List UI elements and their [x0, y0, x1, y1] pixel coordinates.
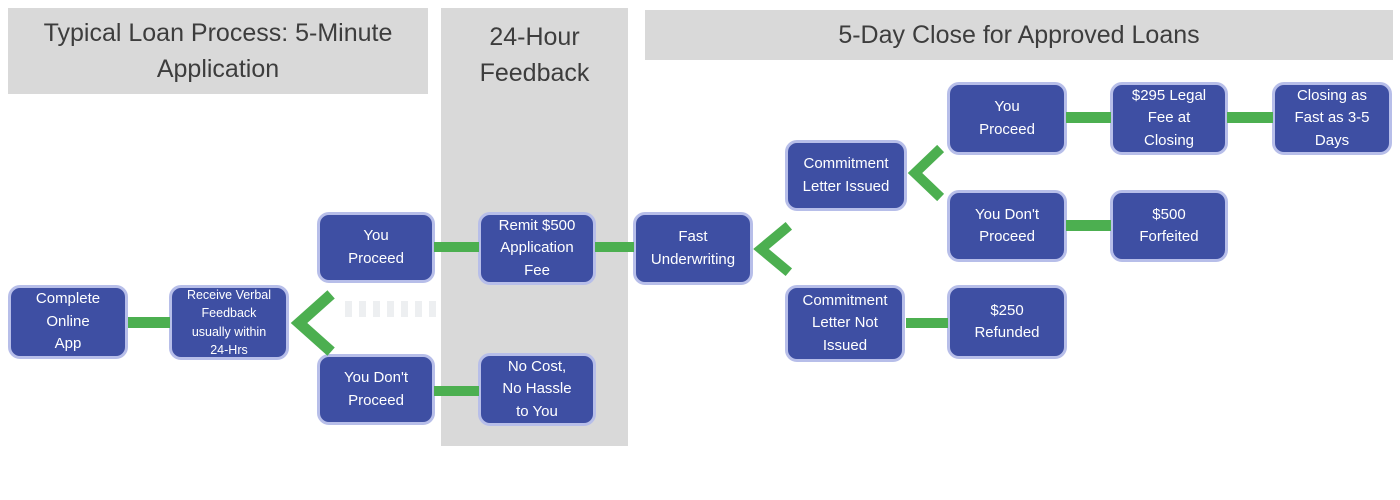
split-chevron-icon	[753, 221, 793, 277]
node-commitment-letter-not-issued: Commitment Letter Not Issued	[785, 285, 905, 362]
node-closing-3-5-days: Closing as Fast as 3-5 Days	[1272, 82, 1392, 155]
connector-line	[595, 242, 634, 252]
node-you-dont-proceed-approved: You Don't Proceed	[947, 190, 1067, 262]
connector-line	[1066, 112, 1111, 123]
node-500-forfeited: $500 Forfeited	[1110, 190, 1228, 262]
node-legal-fee-at-closing: $295 Legal Fee at Closing	[1110, 82, 1228, 155]
connector-line	[128, 317, 170, 328]
section-header-application: Typical Loan Process: 5-Minute Applicati…	[8, 8, 428, 94]
connector-line	[434, 386, 479, 396]
node-no-cost-no-hassle: No Cost, No Hassle to You	[478, 353, 596, 426]
faint-dash-pattern	[345, 301, 443, 317]
connector-line	[906, 318, 948, 328]
section-header-close: 5-Day Close for Approved Loans	[645, 10, 1393, 60]
node-complete-online-app: Complete Online App	[8, 285, 128, 359]
node-commitment-letter-issued: Commitment Letter Issued	[785, 140, 907, 211]
section-header-feedback: 24-Hour Feedback	[479, 23, 590, 88]
node-you-proceed-approved: You Proceed	[947, 82, 1067, 155]
split-chevron-icon	[290, 290, 335, 356]
node-fast-underwriting: Fast Underwriting	[633, 212, 753, 285]
node-you-proceed: You Proceed	[317, 212, 435, 283]
node-you-dont-proceed: You Don't Proceed	[317, 354, 435, 425]
connector-line	[1066, 220, 1111, 231]
node-receive-verbal-feedback: Receive Verbal Feedback usually within 2…	[169, 285, 289, 360]
split-chevron-icon	[907, 144, 945, 202]
node-250-refunded: $250 Refunded	[947, 285, 1067, 359]
connector-line	[434, 242, 479, 252]
node-remit-application-fee: Remit $500 Application Fee	[478, 212, 596, 285]
connector-line	[1227, 112, 1273, 123]
